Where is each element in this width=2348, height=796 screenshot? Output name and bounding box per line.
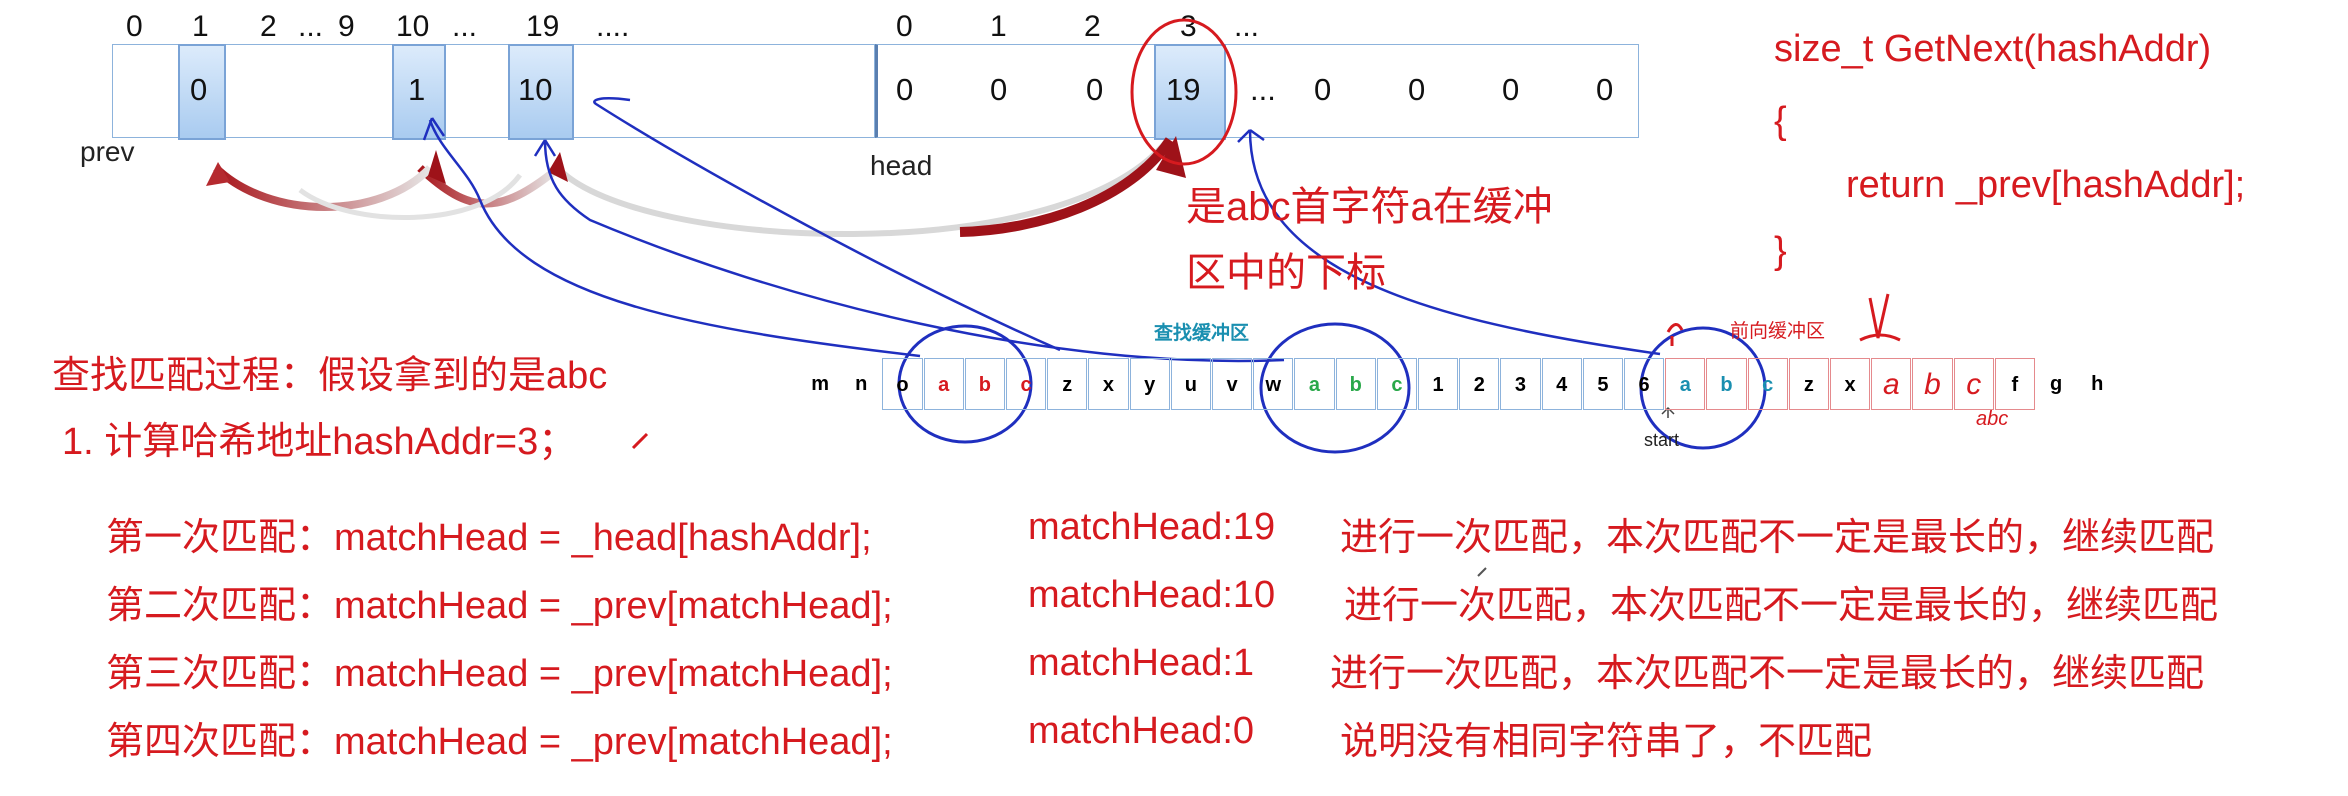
prev-value-1: 0	[190, 72, 208, 107]
buffer-char-15: 1	[1418, 358, 1459, 410]
head-value-2: 0	[1086, 72, 1104, 107]
prev-value-10: 1	[408, 72, 426, 107]
buffer-char-25: x	[1830, 358, 1871, 410]
buffer-char-21: a	[1665, 358, 1706, 410]
head-index-0: 0	[896, 10, 913, 43]
match-3-note: 进行一次匹配，本次匹配不一定是最长的，继续匹配	[1330, 653, 2205, 695]
code-close-brace: }	[1774, 230, 1787, 272]
match-1-note: 进行一次匹配，本次匹配不一定是最长的，继续匹配	[1340, 517, 2215, 559]
match-2-title: 第二次匹配：matchHead = _prev[matchHead];	[106, 585, 893, 627]
buffer-char-16: 2	[1459, 358, 1500, 410]
search-buffer-label: 查找缓冲区	[1154, 323, 1250, 344]
buffer-char-26: a	[1871, 358, 1912, 410]
buffer-char-30: g	[2049, 373, 2063, 395]
start-label: start	[1644, 430, 1680, 450]
buffer-char-5: c	[1006, 358, 1047, 410]
buffer-char-6: z	[1047, 358, 1088, 410]
buffer-char-9: u	[1170, 358, 1211, 410]
buffer-char-3: a	[923, 358, 964, 410]
head-array	[875, 44, 1639, 138]
head-value-1: 0	[990, 72, 1008, 107]
head-value-5: 0	[1314, 72, 1332, 107]
head-value-7: 0	[1502, 72, 1520, 107]
head-value-0: 0	[896, 72, 914, 107]
buffer-char-13: b	[1335, 358, 1376, 410]
process-title: 查找匹配过程：假设拿到的是abc	[52, 355, 608, 397]
buffer-char-27: b	[1912, 358, 1953, 410]
buffer-char-20: 6	[1624, 358, 1665, 410]
prev-value-19: 10	[518, 72, 553, 107]
code-body: return _prev[hashAddr];	[1846, 164, 2246, 206]
prev-index-0: 0	[126, 10, 143, 43]
buffer-char-23: c	[1747, 358, 1788, 410]
buffer-char-7: x	[1088, 358, 1129, 410]
buffer-char-2: o	[882, 358, 923, 410]
buffer-char-24: z	[1788, 358, 1829, 410]
head-cell-3	[1154, 44, 1226, 140]
match-1-value: matchHead:19	[1028, 506, 1276, 548]
match-4-note: 说明没有相同字符串了，不匹配	[1340, 721, 1873, 763]
code-open-brace: {	[1774, 100, 1787, 142]
head-index-1: 1	[990, 10, 1007, 43]
match-3-title: 第三次匹配：matchHead = _prev[matchHead];	[106, 653, 893, 695]
buffer-char-22: b	[1706, 358, 1747, 410]
buffer-char-8: y	[1129, 358, 1170, 410]
buffer-char-14: c	[1376, 358, 1417, 410]
prev-index-19: 19	[526, 10, 560, 43]
match-2-note: 进行一次匹配，本次匹配不一定是最长的，继续匹配	[1344, 585, 2219, 627]
buffer-char-19: 5	[1582, 358, 1623, 410]
head-value-6: 0	[1408, 72, 1426, 107]
buffer-char-17: 3	[1500, 358, 1541, 410]
prev-cell-19	[508, 44, 574, 140]
prev-index-ellipsis: ...	[298, 10, 324, 43]
code-signature: size_t GetNext(hashAddr)	[1774, 28, 2212, 70]
prev-array	[112, 44, 875, 138]
head-index-3: 3	[1180, 10, 1197, 43]
prev-index-10: 10	[396, 10, 430, 43]
head-index-2: 2	[1084, 10, 1101, 43]
buffer-char-0: m	[811, 373, 829, 395]
buffer-char-10: v	[1212, 358, 1253, 410]
handwritten-abc: abc	[1976, 408, 2009, 430]
head-index-ellipsis: ...	[1234, 10, 1260, 43]
head-label: head	[870, 150, 933, 181]
prev-index-1: 1	[192, 10, 209, 43]
annotation-line-1: 是abc首字符a在缓冲	[1186, 185, 1553, 229]
annotation-line-2: 区中的下标	[1186, 251, 1386, 295]
process-step-1: 1. 计算哈希地址hashAddr=3；	[62, 421, 577, 463]
match-4-value: matchHead:0	[1028, 710, 1255, 752]
buffer-char-18: 4	[1541, 358, 1582, 410]
prev-index-9: 9	[338, 10, 355, 43]
buffer-char-4: b	[964, 358, 1005, 410]
head-value-3: 19	[1166, 72, 1201, 107]
match-2-value: matchHead:10	[1028, 574, 1276, 616]
buffer-char-28: c	[1953, 358, 1994, 410]
head-value-ellipsis: ...	[1250, 72, 1276, 107]
match-1-title: 第一次匹配：matchHead = _head[hashAddr];	[106, 517, 872, 559]
buffer-char-31: h	[2091, 373, 2104, 395]
buffer-char-29: f	[1994, 358, 2035, 410]
prev-index-ellipsis-3: ....	[596, 10, 630, 43]
match-4-title: 第四次匹配：matchHead = _prev[matchHead];	[106, 721, 893, 763]
match-3-value: matchHead:1	[1028, 642, 1255, 684]
buffer-char-1: n	[855, 373, 868, 395]
buffer-char-11: w	[1253, 358, 1294, 410]
prev-cell-1	[178, 44, 226, 140]
head-value-8: 0	[1596, 72, 1614, 107]
prev-index-ellipsis-2: ...	[452, 10, 478, 43]
prev-index-2: 2	[260, 10, 277, 43]
buffer-char-12: a	[1294, 358, 1335, 410]
prev-label: prev	[80, 136, 135, 167]
forward-buffer-label: 前向缓冲区	[1730, 321, 1826, 342]
